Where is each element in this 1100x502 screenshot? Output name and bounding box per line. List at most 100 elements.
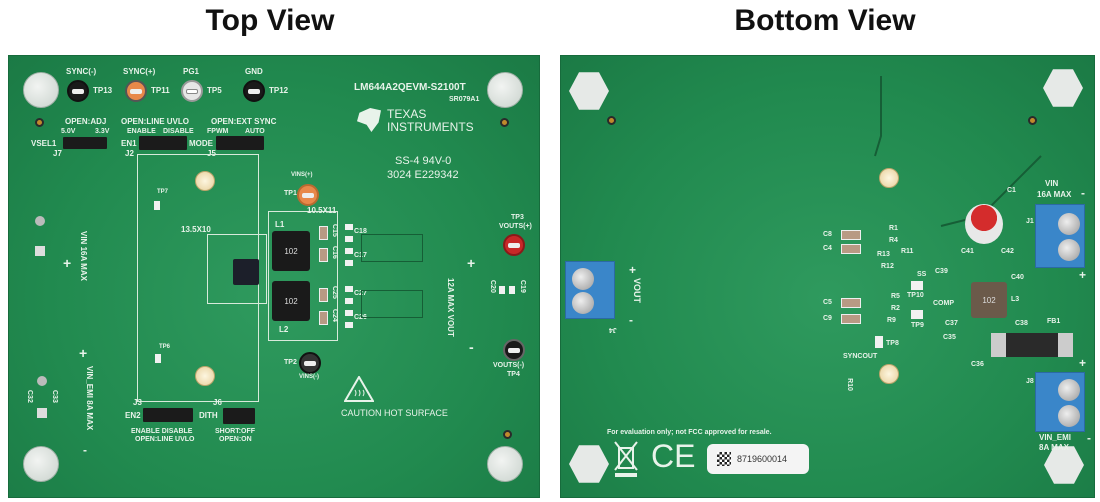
screw[interactable] bbox=[1058, 379, 1080, 401]
vout-plus: + bbox=[629, 263, 637, 277]
mounting-hole bbox=[879, 364, 899, 384]
ferrite-bead-fb1 bbox=[991, 333, 1073, 357]
ce-mark: CE bbox=[651, 438, 696, 474]
via bbox=[607, 116, 616, 125]
c1-label: C1 bbox=[1007, 187, 1016, 194]
comp-label: COMP bbox=[933, 300, 954, 307]
pad bbox=[345, 298, 353, 304]
standoff bbox=[23, 72, 59, 108]
ic-outline bbox=[207, 234, 267, 304]
via bbox=[35, 216, 45, 226]
bottom-board: + VOUT - J4 C8 C4 C5 C9 R1 R4 R13 R11 R1… bbox=[560, 55, 1095, 498]
r4-label: R4 bbox=[889, 237, 898, 244]
c20-label: C20 bbox=[489, 280, 496, 293]
tp3-ref: TP3 bbox=[511, 214, 524, 221]
tp9-pad[interactable] bbox=[911, 310, 923, 319]
j5-right: AUTO bbox=[245, 128, 265, 135]
test-point-tp13[interactable] bbox=[67, 80, 89, 102]
terminal-block-j1[interactable] bbox=[1035, 204, 1085, 268]
vin-emi-max: 8A MAX bbox=[1039, 443, 1069, 452]
j8-label: J8 bbox=[1026, 378, 1034, 385]
weee-bin-icon bbox=[614, 441, 638, 477]
vin-label: VIN bbox=[1045, 179, 1059, 188]
j3-right: DISABLE bbox=[161, 428, 193, 435]
jumper-j3-shunt[interactable] bbox=[143, 408, 193, 422]
screw[interactable] bbox=[1058, 239, 1080, 261]
part-number: LM644A2QEVM-S2100T bbox=[354, 82, 466, 93]
screw[interactable] bbox=[1058, 213, 1080, 235]
pad bbox=[345, 236, 353, 242]
ul-file: E229342 bbox=[414, 169, 459, 181]
tp12-ref: TP12 bbox=[269, 86, 289, 95]
vin-emi-max: 8A MAX bbox=[85, 400, 94, 431]
trace-outline bbox=[361, 290, 423, 318]
test-point-tp11[interactable] bbox=[125, 80, 147, 102]
screw[interactable] bbox=[572, 268, 594, 290]
r10-label: R10 bbox=[845, 378, 853, 391]
jumper-j5-shunt[interactable] bbox=[216, 136, 264, 150]
tp7-pad[interactable] bbox=[154, 201, 160, 210]
tp9-label: TP9 bbox=[911, 322, 924, 329]
capacitor-c25 bbox=[319, 288, 328, 302]
j3-left: ENABLE bbox=[131, 428, 160, 435]
screw[interactable] bbox=[572, 292, 594, 314]
c38-label: C38 bbox=[1015, 320, 1028, 327]
tp5-label: PG1 bbox=[183, 67, 200, 76]
size-label-2: 10.5X11 bbox=[307, 206, 337, 215]
r5-label: R5 bbox=[891, 293, 900, 300]
test-point-tp4[interactable] bbox=[503, 339, 525, 361]
test-point-tp1[interactable] bbox=[297, 184, 319, 206]
c16-label: C16 bbox=[331, 246, 338, 259]
standoff bbox=[487, 72, 523, 108]
r13-label: R13 bbox=[877, 251, 890, 258]
inductor-l3-marking: 102 bbox=[982, 295, 996, 305]
j7-header: OPEN:ADJ bbox=[65, 117, 107, 126]
test-point-tp3[interactable] bbox=[503, 234, 525, 256]
capacitor-c20-pad bbox=[499, 286, 505, 294]
r11-label: R11 bbox=[901, 248, 914, 255]
pad bbox=[35, 246, 45, 256]
tp6-pad[interactable] bbox=[155, 354, 161, 363]
inductor-l1-marking: 102 bbox=[284, 246, 298, 256]
l3-label: L3 bbox=[1011, 296, 1020, 303]
l2-label: L2 bbox=[279, 325, 289, 334]
j7-ref: J7 bbox=[53, 149, 62, 158]
jumper-j6-shunt[interactable] bbox=[223, 408, 255, 424]
j3-footer: OPEN:LINE UVLO bbox=[135, 436, 195, 443]
bottom-view-title: Bottom View bbox=[734, 4, 916, 37]
c26-label: C26 bbox=[354, 314, 367, 321]
j5-name: MODE bbox=[189, 139, 213, 148]
tp11-ref: TP11 bbox=[151, 86, 170, 95]
tp13-label: SYNC(-) bbox=[66, 67, 97, 76]
test-point-tp5[interactable] bbox=[181, 80, 203, 102]
test-point-tp2[interactable] bbox=[299, 352, 321, 374]
c24-label: C24 bbox=[331, 309, 338, 322]
fcc-disclaimer: For evaluation only; not FCC approved fo… bbox=[607, 429, 772, 436]
serial-label: 8719600014 bbox=[707, 444, 809, 474]
ti-logo-icon bbox=[357, 108, 381, 132]
vout-label: VOUT bbox=[446, 314, 455, 337]
tp7-label: TP7 bbox=[157, 189, 169, 195]
terminal-block-j8[interactable] bbox=[1035, 372, 1085, 432]
vout-label-group: 12A MAX VOUT bbox=[446, 278, 455, 337]
fb1-label: FB1 bbox=[1047, 318, 1061, 325]
c5-label: C5 bbox=[823, 299, 832, 306]
test-point-tp12[interactable] bbox=[243, 80, 265, 102]
vin-label-group: VIN 16A MAX bbox=[79, 231, 88, 281]
terminal-block-j4[interactable] bbox=[565, 261, 615, 319]
vin-label: VIN bbox=[79, 231, 88, 245]
jumper-j7-header[interactable] bbox=[63, 137, 107, 149]
screw[interactable] bbox=[1058, 405, 1080, 427]
via bbox=[1028, 116, 1037, 125]
tp8-pad[interactable] bbox=[875, 336, 883, 348]
tp2-label: VINS(-) bbox=[299, 374, 319, 380]
pad bbox=[345, 248, 353, 254]
tp10-pad[interactable] bbox=[911, 281, 923, 290]
jumper-j2-shunt[interactable] bbox=[139, 136, 187, 150]
tp1-ref: TP1 bbox=[284, 190, 297, 197]
pad bbox=[345, 286, 353, 292]
vin-emi-label: VIN_EMI bbox=[85, 366, 94, 399]
mounting-hole bbox=[879, 168, 899, 188]
date-code: 3024 bbox=[387, 169, 412, 181]
l1-label: L1 bbox=[275, 220, 285, 229]
